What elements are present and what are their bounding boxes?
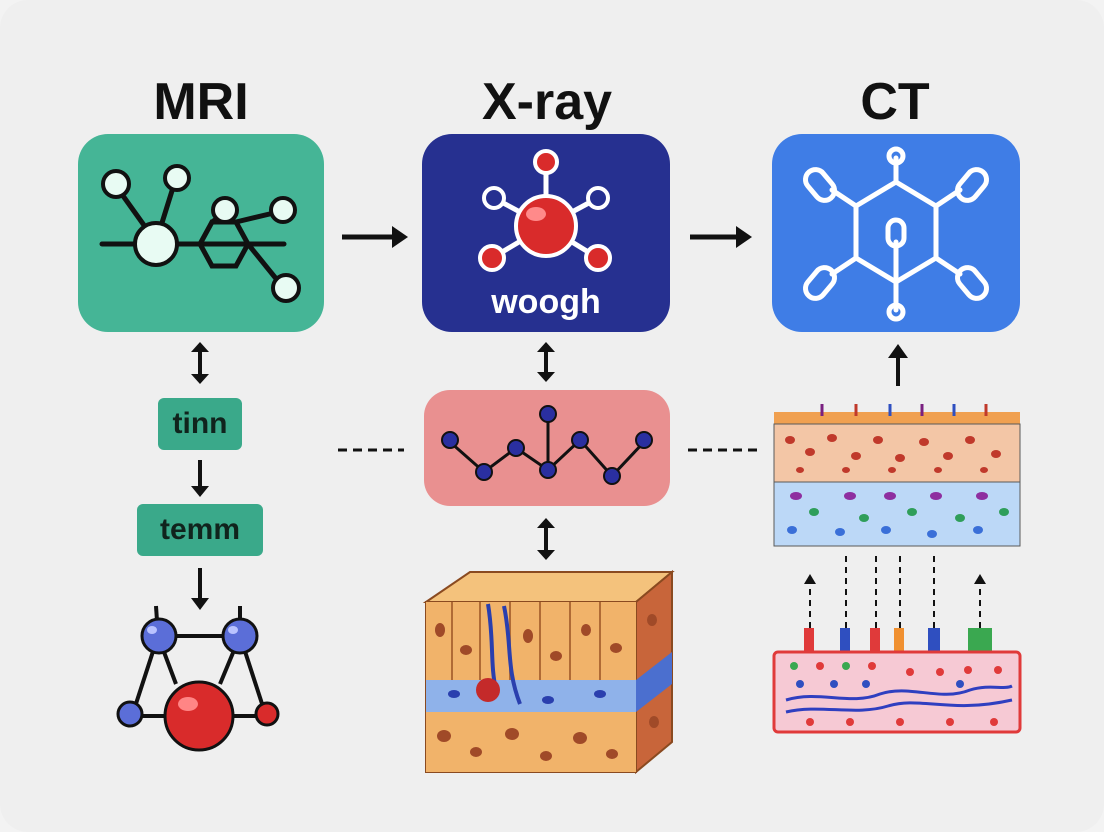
mri-molecule-icon — [99, 164, 301, 303]
molecular-chain-icon — [441, 405, 653, 485]
mri-title: MRI — [153, 73, 249, 131]
arrow-mri-to-xray — [342, 226, 408, 248]
ct-molecule-icon — [803, 146, 989, 322]
xray-card: woogh — [422, 134, 670, 332]
molecular-chain-card — [424, 390, 670, 506]
mri-step-tag-1: tinn — [158, 398, 242, 450]
layered-slab-illustration — [772, 404, 1022, 734]
mri-bottom-molecule-icon — [116, 605, 280, 752]
ct-card — [772, 134, 1020, 332]
xray-card-label: woogh — [491, 283, 601, 321]
mri-card — [78, 134, 324, 332]
mri-step-tag-2: temm — [137, 504, 263, 556]
xray-molecule-icon — [478, 149, 612, 272]
tissue-block-illustration — [422, 569, 675, 775]
xray-title: X-ray — [481, 73, 613, 131]
ct-title: CT — [860, 73, 930, 131]
arrow-xray-to-ct — [690, 226, 752, 248]
